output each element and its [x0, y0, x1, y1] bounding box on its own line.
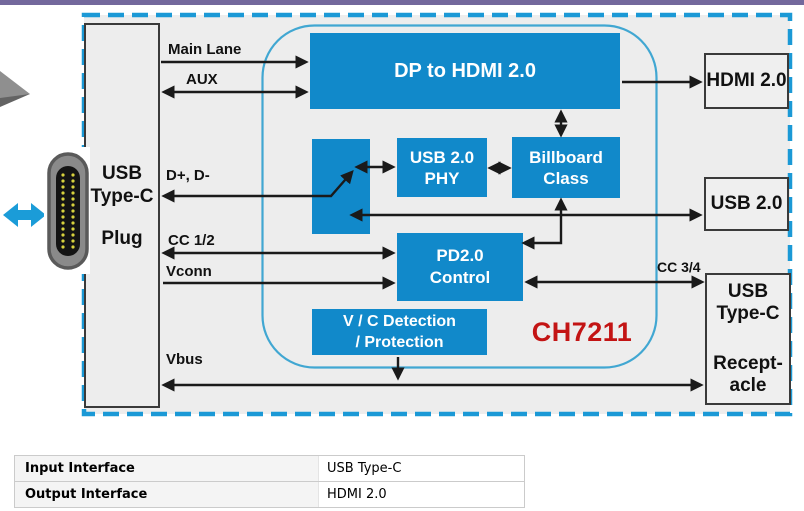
block-billboard-class: Billboard Class — [512, 137, 620, 198]
block-pd20-control: PD2.0 Control — [397, 233, 523, 301]
block-billboard-class-label: Billboard Class — [529, 147, 603, 188]
signal-label-main-lane: Main Lane — [168, 41, 242, 58]
usb-type-c-plug-box — [84, 23, 160, 408]
table-row-value: USB Type-C — [319, 456, 524, 481]
signal-label-cc12: CC 1/2 — [168, 232, 215, 249]
block-pd20-control-label: PD2.0 Control — [429, 246, 491, 287]
block-usb2-phy: USB 2.0 PHY — [397, 138, 487, 197]
block-switch-mux — [312, 139, 370, 234]
port-hdmi-2-0: HDMI 2.0 — [704, 53, 789, 109]
block-vc-detection-label: V / C Detection / Protection — [343, 313, 456, 351]
port-hdmi-label: HDMI 2.0 — [706, 70, 787, 91]
block-dp-to-hdmi: DP to HDMI 2.0 — [310, 33, 620, 109]
table-row: Output Interface HDMI 2.0 — [15, 481, 524, 507]
signal-label-dp-dm: D+, D- — [166, 167, 210, 184]
bidirectional-arrow-icon — [3, 203, 46, 227]
plug-label-top: USB Type-C — [90, 163, 154, 207]
chip-part-number: CH7211 — [531, 317, 633, 347]
block-usb2-phy-label: USB 2.0 PHY — [409, 147, 475, 188]
table-row-label: Input Interface — [15, 456, 319, 481]
signal-label-aux: AUX — [186, 71, 218, 88]
top-accent-bar — [0, 0, 804, 5]
receptacle-label-bottom: Recept- acle — [713, 353, 783, 396]
plug-label-bottom: Plug — [101, 228, 143, 249]
block-dp-to-hdmi-label: DP to HDMI 2.0 — [394, 59, 536, 82]
table-row-label: Output Interface — [15, 482, 319, 507]
interface-table: Input Interface USB Type-C Output Interf… — [14, 455, 525, 508]
wire-billboard-pd — [521, 197, 568, 250]
receptacle-label-top: USB Type-C — [716, 281, 780, 324]
block-vc-detection: V / C Detection / Protection — [312, 309, 487, 355]
port-usb2-label: USB 2.0 — [710, 193, 783, 214]
laptop-edge-icon — [0, 71, 30, 107]
signal-label-vconn: Vconn — [166, 263, 212, 280]
port-usb-2-0: USB 2.0 — [704, 177, 789, 231]
port-usb-type-c-receptacle: USB Type-C Recept- acle — [705, 273, 791, 405]
signal-label-vbus: Vbus — [166, 351, 203, 368]
table-row: Input Interface USB Type-C — [15, 456, 524, 481]
table-row-value: HDMI 2.0 — [319, 482, 524, 507]
signal-label-cc34: CC 3/4 — [657, 259, 701, 275]
usb-c-pins — [61, 173, 75, 249]
